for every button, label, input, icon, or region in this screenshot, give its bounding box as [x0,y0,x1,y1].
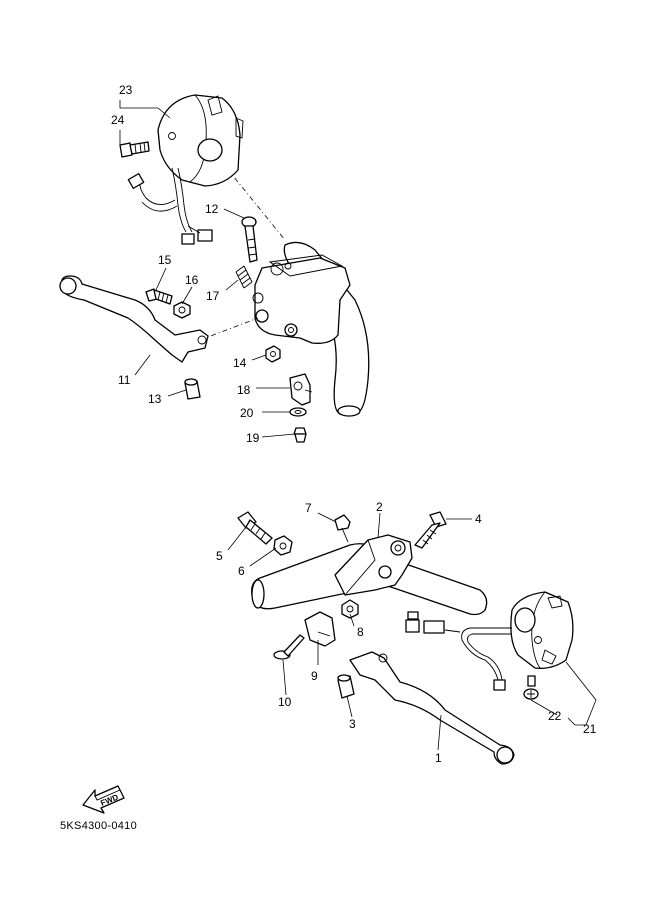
callout-14: 14 [233,356,247,370]
callout-21: 21 [583,722,597,736]
callout-3: 3 [349,717,356,731]
callout-20: 20 [240,406,254,420]
callout-13: 13 [148,392,162,406]
front-brake-lever [61,275,209,363]
callout-5: 5 [216,549,223,563]
callout-8: 8 [357,625,364,639]
callout-19: 19 [246,431,260,445]
callout-24: 24 [111,113,125,127]
callout-15: 15 [158,253,172,267]
fwd-arrow-icon: FWD [82,785,125,814]
callout-16: 16 [185,273,199,287]
callout-1: 1 [435,751,442,765]
drawing-code: 5KS4300-0410 [60,820,137,832]
callout-9: 9 [311,669,318,683]
upper-switch-housing [157,94,241,187]
callout-22: 22 [548,709,562,723]
clutch-lever [349,651,515,765]
upper-handlebar-end [337,405,361,417]
master-cylinder [254,257,351,344]
callout-23: 23 [119,83,133,97]
callout-10: 10 [278,695,292,709]
callout-7: 7 [305,501,312,515]
callout-18: 18 [237,383,251,397]
callout-4: 4 [475,512,482,526]
callout-6: 6 [238,564,245,578]
callout-11: 11 [118,373,131,387]
callout-17: 17 [206,289,220,303]
callout-12: 12 [205,202,219,216]
callout-2: 2 [376,500,383,514]
